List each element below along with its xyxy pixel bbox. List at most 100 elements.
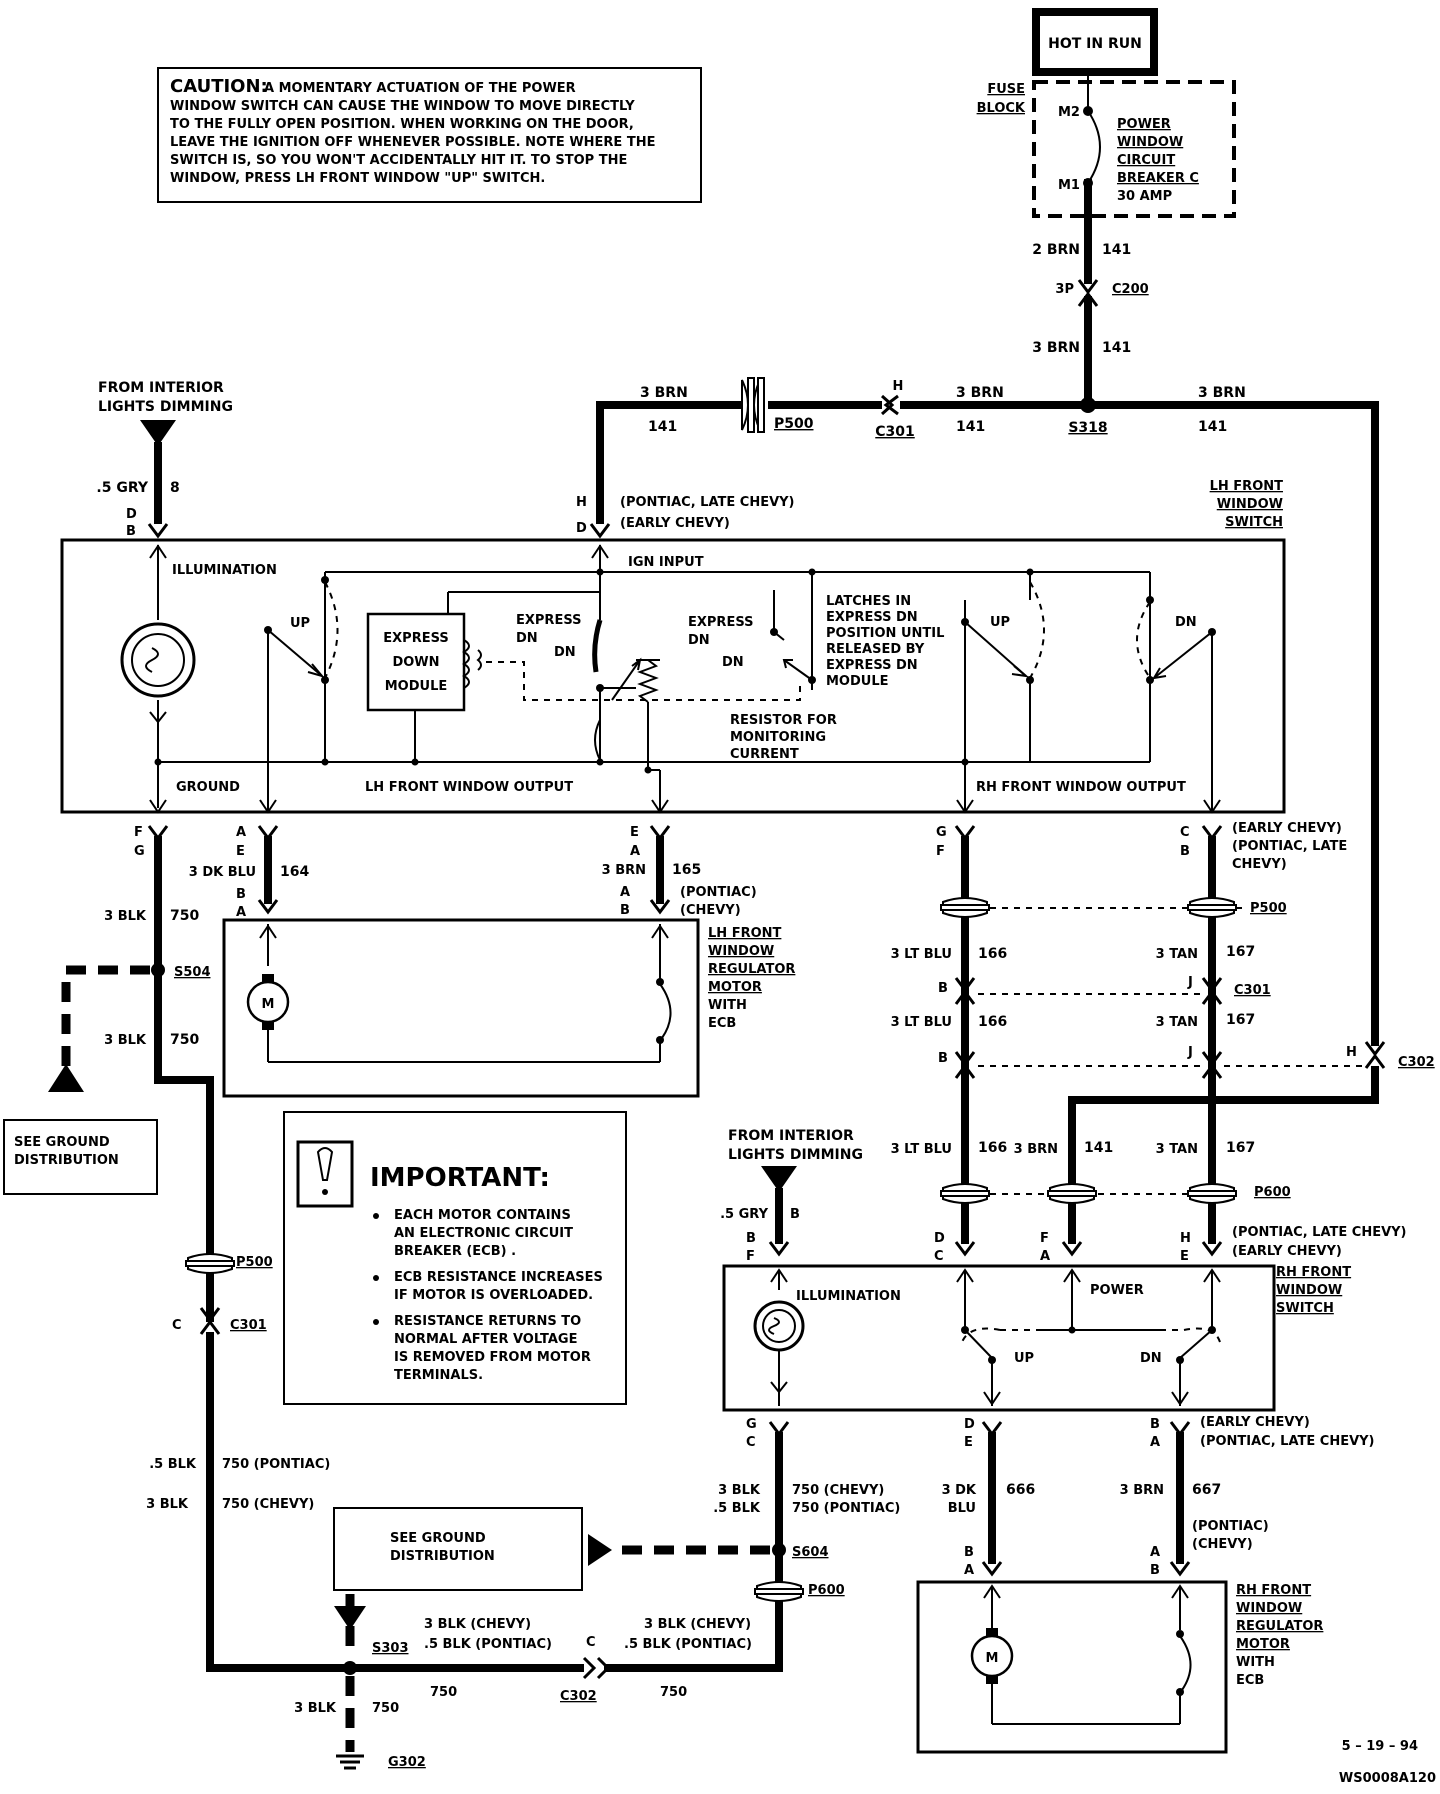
- latch-note: MODULE: [826, 674, 889, 689]
- latch-note: EXPRESS DN: [826, 610, 918, 625]
- variant-note: CHEVY): [1232, 857, 1287, 872]
- lh-motor-name: WINDOW: [708, 944, 774, 959]
- footer: 5 – 19 – 94 WS0008A120: [1339, 1739, 1436, 1786]
- circuit-number: 750: [372, 1701, 399, 1716]
- circuit-number: 141: [956, 419, 985, 435]
- switch-up-label: UP: [290, 616, 310, 631]
- lh-dimming-input: FROM INTERIOR LIGHTS DIMMING .5 GRY 8 D …: [96, 380, 233, 539]
- connector-pin: H: [576, 495, 587, 510]
- latch-note: RELEASED BY: [826, 642, 925, 657]
- rh-switch-name: RH FRONT: [1276, 1265, 1351, 1280]
- connector-pin: G: [936, 825, 947, 840]
- important-text: AN ELECTRONIC CIRCUIT: [394, 1226, 573, 1241]
- rh-output-label: RH FRONT WINDOW OUTPUT: [976, 780, 1186, 795]
- ground-dist-label: SEE GROUND: [14, 1135, 110, 1150]
- dn-label: DN: [1140, 1351, 1162, 1366]
- warning-icon: [316, 1147, 334, 1181]
- wire-color: .5 BLK: [149, 1457, 197, 1472]
- illumination-lamp-icon: [120, 622, 196, 698]
- connector-pin: G: [746, 1417, 757, 1432]
- caution-box: CAUTION: A MOMENTARY ACTUATION OF THE PO…: [157, 67, 702, 203]
- connector-label: P500: [774, 416, 814, 432]
- circuit-number: 167: [1226, 944, 1255, 960]
- ign-input-label: IGN INPUT: [628, 555, 704, 570]
- lh-switch-name: WINDOW: [1217, 497, 1283, 512]
- connector-label: C302: [1398, 1055, 1435, 1070]
- wire-color: .5 GRY: [720, 1207, 768, 1222]
- rh-motor-name: REGULATOR: [1236, 1619, 1323, 1634]
- connector-pin: A: [964, 1563, 974, 1578]
- wire-color: 3 BLK: [718, 1483, 761, 1498]
- ground-label-g302: G302: [388, 1755, 426, 1770]
- diagram-date: 5 – 19 – 94: [1342, 1739, 1418, 1754]
- illumination-label: ILLUMINATION: [796, 1289, 901, 1304]
- solenoid-coil: [462, 639, 470, 689]
- dimming-label: LIGHTS DIMMING: [728, 1147, 863, 1163]
- circuit-number: 165: [672, 862, 701, 878]
- dn-label: DN: [722, 655, 744, 670]
- express-down-module: [366, 612, 466, 712]
- fuse-pin-m2: M2: [1058, 105, 1080, 120]
- connector-pin: B: [1150, 1563, 1160, 1578]
- lh-switch-name: SWITCH: [1225, 515, 1283, 530]
- rh-motor-name: RH FRONT: [1236, 1583, 1311, 1598]
- ecb-symbol: [1179, 1635, 1192, 1691]
- module-label: DOWN: [392, 655, 439, 670]
- connector-pin: A: [1150, 1435, 1160, 1450]
- circuit-variant: 750 (CHEVY): [222, 1497, 314, 1512]
- circuit-number: 750: [170, 908, 199, 924]
- ground-dist-label: DISTRIBUTION: [14, 1153, 119, 1168]
- current-resistor: [637, 659, 659, 703]
- circuit-number: 141: [648, 419, 677, 435]
- rh-switch-housing: [722, 1264, 1276, 1412]
- wire-color: 3 DK: [942, 1483, 977, 1498]
- connector-pin: C: [586, 1635, 596, 1650]
- splice-label: S604: [792, 1545, 829, 1560]
- wire-color: 3 BRN: [956, 385, 1004, 401]
- bus-141: S318 P500 H C301 3 BRN 141 3 BRN 141 3 B…: [596, 377, 1379, 1046]
- diagram-code: WS0008A120: [1339, 1771, 1436, 1786]
- connector-pin: B: [1180, 844, 1190, 859]
- module-label: MODULE: [385, 679, 448, 694]
- circuit-variant: 750 (PONTIAC): [792, 1501, 900, 1516]
- connector-label: P500: [236, 1255, 273, 1270]
- caution-line: LEAVE THE IGNITION OFF WHENEVER POSSIBLE…: [170, 135, 655, 150]
- splice-s604: [772, 1543, 786, 1557]
- splice-label: S318: [1068, 420, 1107, 436]
- lh-ground-path: 3 BLK 750 S504 SEE GROUND DISTRIBUTION 3…: [3, 836, 584, 1672]
- connector-label: C302: [560, 1689, 597, 1704]
- variant-note: (PONTIAC, LATE: [1232, 839, 1347, 854]
- connector-pin: B: [938, 1051, 948, 1066]
- wire-variant: .5 BLK (PONTIAC): [424, 1637, 552, 1652]
- circuit-variant: 750 (PONTIAC): [222, 1457, 330, 1472]
- wire-color: 3 BRN: [640, 385, 688, 401]
- lh-front-window-switch: LH FRONT WINDOW SWITCH ILLUMINATION GROU…: [60, 479, 1286, 814]
- splice-s303: [343, 1661, 357, 1675]
- wire-color: 3 BRN: [1120, 1483, 1164, 1498]
- variant-note: (CHEVY): [680, 903, 741, 918]
- wire-color: .5 BLK: [713, 1501, 761, 1516]
- caution-line: SWITCH IS, SO YOU WON'T ACCIDENTALLY HIT…: [170, 153, 627, 168]
- variant-note: (PONTIAC, LATE CHEVY): [620, 495, 795, 510]
- connector-label: C301: [1234, 983, 1271, 998]
- connector-pin: J: [1187, 975, 1193, 990]
- motor-symbol: M: [262, 997, 275, 1012]
- wire-color: 3 DK BLU: [189, 865, 256, 880]
- wire-color: 3 TAN: [1156, 1015, 1198, 1030]
- rh-switch-name: SWITCH: [1276, 1301, 1334, 1316]
- rh-motor-name: ECB: [1236, 1673, 1264, 1688]
- wire-color: 3 LT BLU: [891, 947, 952, 962]
- circuit-number: 750: [170, 1032, 199, 1048]
- variant-note: (CHEVY): [1192, 1537, 1253, 1552]
- express-label: EXPRESS: [516, 613, 581, 628]
- lh-switch-outputs: F G A E E A 3 DK BLU 164 B A 3 BRN 165 A…: [134, 799, 757, 920]
- variant-note: (PONTIAC): [1192, 1519, 1269, 1534]
- fuse-block-label: FUSE: [987, 82, 1025, 97]
- dimming-label: LIGHTS DIMMING: [98, 399, 233, 415]
- caution-line: TO THE FULLY OPEN POSITION. WHEN WORKING…: [170, 117, 634, 132]
- lh-motor-name: WITH: [708, 998, 747, 1013]
- circuit-number: 667: [1192, 1482, 1221, 1498]
- connector-pin: D: [126, 507, 137, 522]
- connector-pin: E: [236, 844, 245, 859]
